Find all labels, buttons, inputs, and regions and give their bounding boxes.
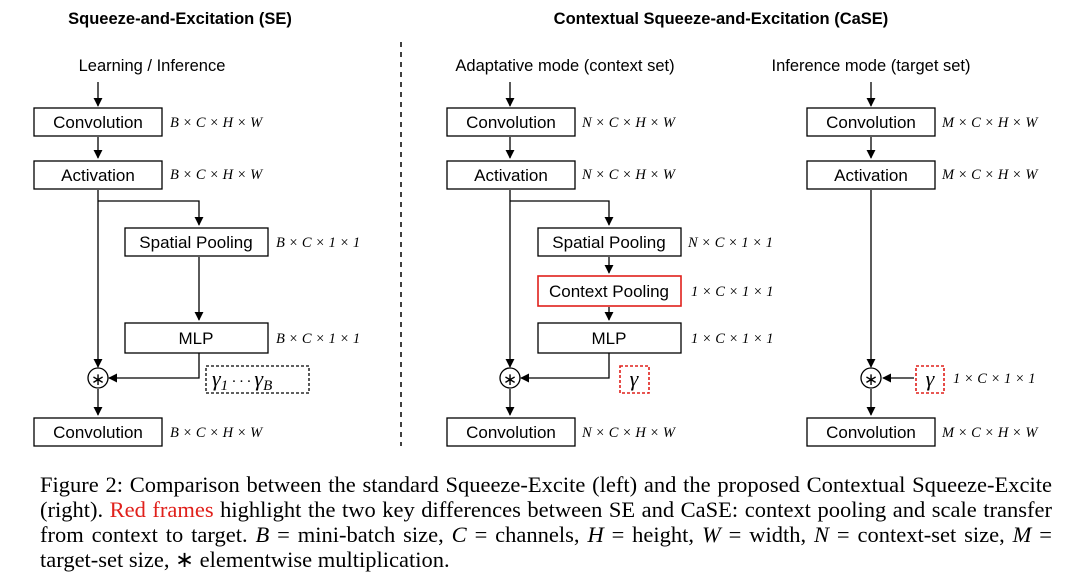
- case-context-pooling-dims: 1 × C × 1 × 1: [691, 284, 774, 300]
- case-adaptive-convolution-out-block: Convolution: [446, 417, 576, 447]
- se-edges: [93, 82, 204, 416]
- case-inference-edges: [866, 82, 914, 416]
- case-adaptive-activation-dims: N × C × H × W: [581, 167, 677, 183]
- se-gamma-frame: γ1 · · · γB: [205, 365, 310, 394]
- case-adaptive-convolution-in-dims: N × C × H × W: [581, 115, 677, 131]
- case-adaptive-gamma: γ: [630, 366, 640, 391]
- case-title: Contextual Squeeze-and-Excitation (CaSE): [554, 10, 889, 28]
- case-inference-activation-block: Activation: [806, 160, 936, 190]
- caption-m-symbol: M: [1012, 522, 1032, 547]
- se-gamma-last-sub: B: [263, 378, 272, 394]
- se-convolution-out-label: Convolution: [53, 423, 143, 442]
- se-activation-label: Activation: [61, 166, 135, 185]
- caption-n-definition: = context-set size,: [829, 522, 1013, 547]
- caption-b-symbol: B: [255, 522, 270, 547]
- se-convolution-in-block: Convolution: [33, 107, 163, 137]
- se-convolution-out-block: Convolution: [33, 417, 163, 447]
- case-inference-gamma: γ: [926, 366, 936, 391]
- case-adaptive-mode-label: Adaptative mode (context set): [455, 57, 674, 75]
- case-mlp-label: MLP: [592, 329, 627, 348]
- se-gamma-dots: · · ·: [228, 374, 254, 390]
- caption-c-symbol: C: [451, 522, 467, 547]
- svg-text:γ1 · · · γB: γ1 · · · γB: [212, 366, 272, 394]
- se-gamma-last: γ: [254, 366, 264, 391]
- case-adaptive-gamma-frame: γ: [619, 365, 650, 394]
- se-activation-block: Activation: [33, 160, 163, 190]
- case-inference-multiply-symbol: ∗: [864, 370, 878, 390]
- se-gamma-first-sub: 1: [221, 378, 229, 394]
- case-mlp-dims: 1 × C × 1 × 1: [691, 331, 774, 347]
- se-spatial-pooling-label: Spatial Pooling: [139, 233, 252, 252]
- se-mlp-block: MLP: [124, 322, 269, 354]
- case-inference-convolution-out-dims: M × C × H × W: [941, 425, 1039, 441]
- figure-caption: Figure 2: Comparison between the standar…: [40, 472, 1052, 572]
- se-activation-dims: B × C × H × W: [170, 167, 264, 183]
- case-spatial-pooling-dims: N × C × 1 × 1: [687, 235, 773, 251]
- caption-h-symbol: H: [587, 522, 604, 547]
- case-adaptive-activation-block: Activation: [446, 160, 576, 190]
- caption-m-definition: = target-set size,: [40, 522, 1053, 572]
- figure-diagram: Squeeze-and-Excitation (SE) Learning / I…: [33, 10, 1039, 447]
- case-inference-mode-label: Inference mode (target set): [771, 57, 970, 75]
- case-adaptive-multiply-symbol: ∗: [503, 370, 517, 390]
- caption-h-definition: = height,: [603, 522, 702, 547]
- case-adaptive-multiply-node: ∗: [499, 367, 521, 390]
- case-inference-convolution-in-block: Convolution: [806, 107, 936, 137]
- se-title: Squeeze-and-Excitation (SE): [68, 10, 292, 28]
- case-inference-gamma-dims: 1 × C × 1 × 1: [953, 371, 1036, 387]
- case-inference-activation-label: Activation: [834, 166, 908, 185]
- case-inference-gamma-frame: γ: [915, 365, 945, 394]
- caption-after-highlight: highlight the two key differences betwee…: [40, 497, 1052, 547]
- se-convolution-out-dims: B × C × H × W: [170, 425, 264, 441]
- case-spatial-pooling-label: Spatial Pooling: [552, 233, 665, 252]
- se-convolution-in-label: Convolution: [53, 113, 143, 132]
- se-mode-label: Learning / Inference: [79, 57, 226, 75]
- case-adaptive-convolution-out-dims: N × C × H × W: [581, 425, 677, 441]
- caption-w-definition: = width,: [720, 522, 814, 547]
- se-spatial-pooling-dims: B × C × 1 × 1: [276, 235, 360, 251]
- caption-c-definition: = channels,: [466, 522, 588, 547]
- se-convolution-in-dims: B × C × H × W: [170, 115, 264, 131]
- se-multiply-node: ∗: [87, 367, 109, 390]
- case-adaptive-edges: [505, 82, 614, 416]
- se-spatial-pooling-block: Spatial Pooling: [124, 227, 269, 257]
- case-adaptive-activation-label: Activation: [474, 166, 548, 185]
- case-inference-activation-dims: M × C × H × W: [941, 167, 1039, 183]
- case-context-pooling-block: Context Pooling: [537, 275, 682, 307]
- case-inference-convolution-in-dims: M × C × H × W: [941, 115, 1039, 131]
- caption-star-definition: ∗ elementwise multiplication.: [175, 547, 450, 572]
- se-mlp-dims: B × C × 1 × 1: [276, 331, 360, 347]
- case-adaptive-convolution-out-label: Convolution: [466, 423, 556, 442]
- case-inference-multiply-node: ∗: [860, 367, 882, 390]
- case-inference-convolution-out-label: Convolution: [826, 423, 916, 442]
- caption-n-symbol: N: [814, 522, 830, 547]
- caption-w-symbol: W: [701, 522, 721, 547]
- se-mlp-label: MLP: [179, 329, 214, 348]
- caption-b-definition: = mini-batch size,: [269, 522, 452, 547]
- case-spatial-pooling-block: Spatial Pooling: [537, 227, 682, 257]
- caption-prefix: Figure 2: Comparison between the standar…: [40, 472, 1052, 522]
- case-context-pooling-label: Context Pooling: [549, 282, 669, 301]
- caption-highlight: Red frames: [109, 497, 214, 522]
- case-adaptive-convolution-in-label: Convolution: [466, 113, 556, 132]
- case-inference-convolution-out-block: Convolution: [806, 417, 936, 447]
- se-multiply-symbol: ∗: [91, 370, 105, 390]
- case-adaptive-convolution-in-block: Convolution: [446, 107, 576, 137]
- case-mlp-block: MLP: [537, 322, 682, 354]
- case-inference-convolution-in-label: Convolution: [826, 113, 916, 132]
- se-gamma-first: γ: [212, 366, 222, 391]
